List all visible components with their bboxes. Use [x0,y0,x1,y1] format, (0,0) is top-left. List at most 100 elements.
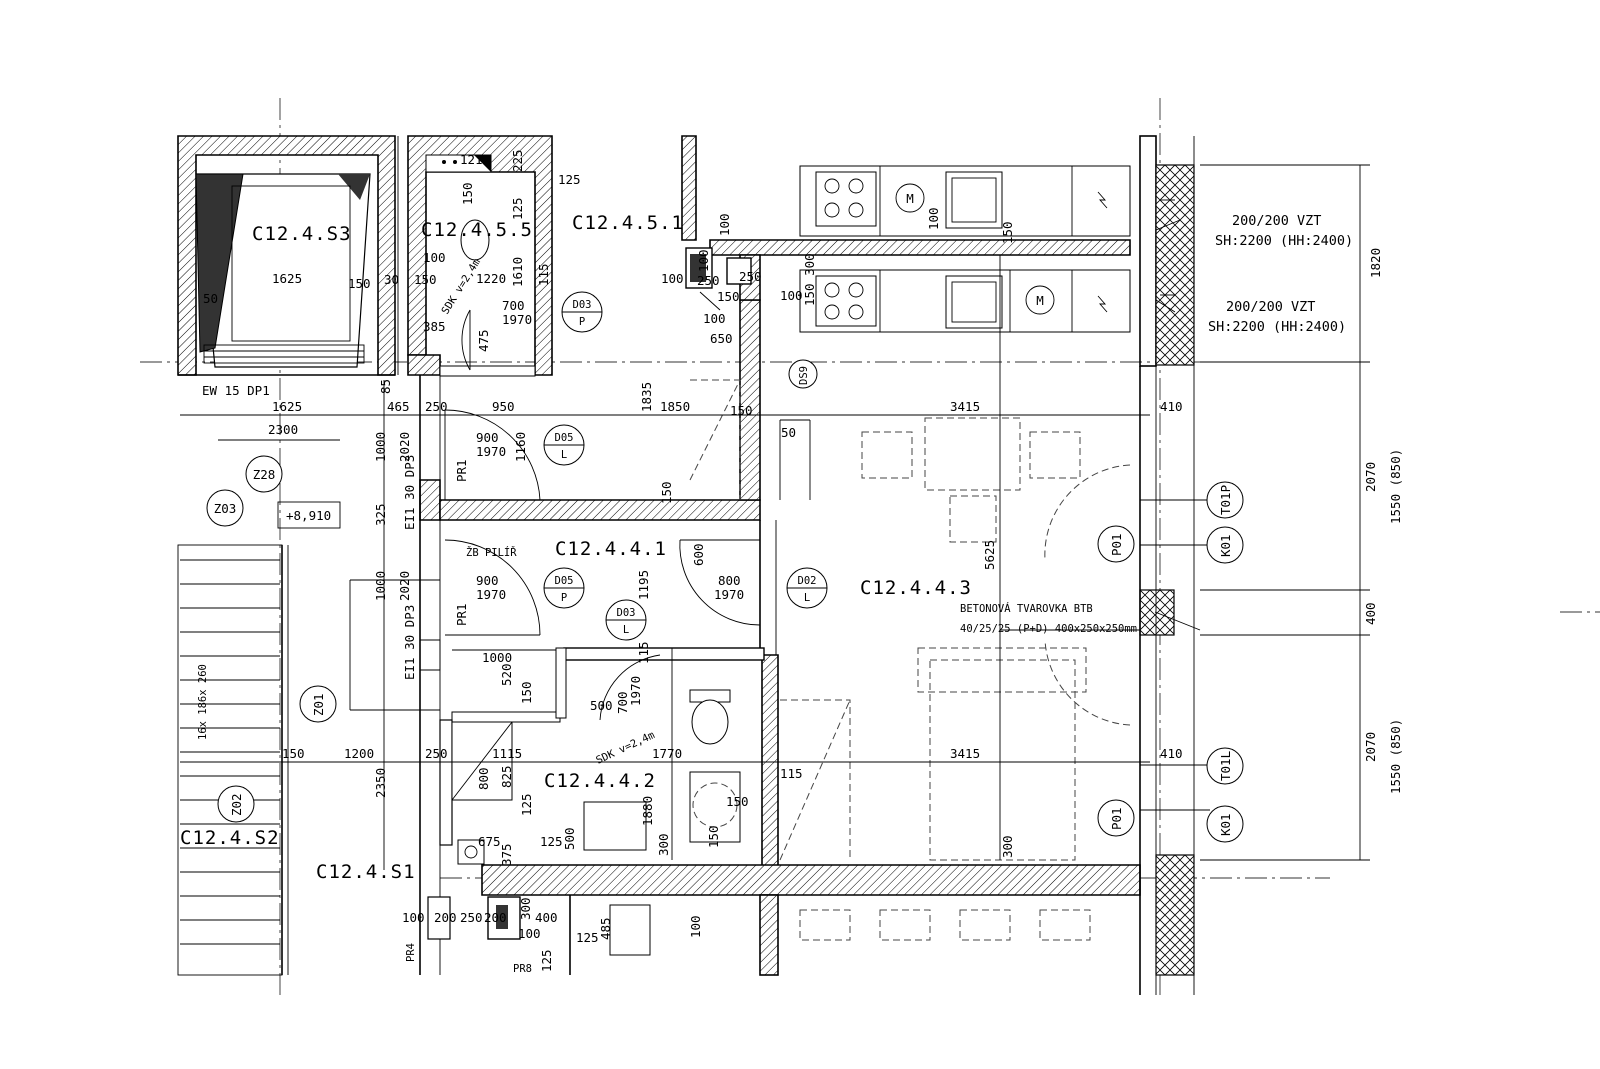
dim: 150 [706,825,721,848]
dim: 250 [697,273,720,288]
dim: 1770 [652,746,682,761]
dim: 375 [499,843,514,866]
dim: 100 [696,249,711,272]
dim: 1970 [476,444,506,459]
dim: 150 [282,746,305,761]
tag-bubbles: D03 P D05 L D05 P D03 L D02 L DS9 [206,291,1244,843]
dim: 500 [590,698,613,713]
partition-pr1-a: PR1 [454,459,469,482]
dim: 100 [661,271,684,286]
dim: 410 [1160,746,1183,761]
dim: 115 [636,641,651,664]
dim: 900 [476,573,499,588]
svg-text:M: M [906,191,914,206]
tag-t01p: T01P [1206,481,1244,519]
dim: 100 [688,915,703,938]
dim: 100 [402,910,425,925]
inner-walls [419,135,1195,995]
svg-text:Z03: Z03 [214,501,237,516]
dim: 300 [518,897,533,920]
btb-note-line-1: BETONOVÁ TVAROVKA BTB [960,602,1093,615]
dim: 150 [414,272,437,287]
dim: 100 [780,288,803,303]
dim: 1115 [492,746,522,761]
dim: 800 [476,767,491,790]
dim: 400 [1363,602,1378,625]
dim: 1220 [476,271,506,286]
dim: 485 [598,917,613,940]
svg-text:Z28: Z28 [253,467,276,482]
dim: 150 [1000,221,1015,244]
dim: 500 [562,827,577,850]
dim: 1970 [502,312,532,327]
pillar-note: ŽB PILÍŘ [466,546,517,559]
dim: 475 [476,329,491,352]
tag-k01-top: K01 [1206,526,1244,564]
dim: 150 [460,182,475,205]
dim: 410 [1160,399,1183,414]
dim: 250 [739,269,762,284]
dim: 1970 [714,587,744,602]
dim: 1610 [510,257,525,287]
tag-z28: Z28 [245,455,283,493]
level-value: +8,910 [286,508,331,523]
vzt-note-2-line-1: 200/200 VZT [1226,299,1315,315]
dim: 1820 [1368,248,1383,278]
svg-text:D03: D03 [573,299,592,311]
dim: 1000 [482,650,512,665]
level-box [277,501,341,529]
hob-icon [815,171,877,327]
svg-text:L: L [623,624,629,636]
svg-text:P01: P01 [1109,533,1124,556]
dim: 50 [781,425,796,440]
dim: 1850 [660,399,690,414]
svg-text:D02: D02 [798,575,817,587]
room-label-s3: C12.4.S3 [252,223,352,245]
dim: 1550 (850) [1388,449,1403,524]
dim: 3415 [950,746,980,761]
dim: 650 [710,331,733,346]
sink-icon [945,171,1003,329]
dim: 125 [540,834,563,849]
dim: 125 [539,949,554,972]
door-tag-d02: D02 L [786,567,828,609]
partition-pr1-b: PR1 [454,603,469,626]
dim: 465 [387,399,410,414]
dim: 700 [615,691,630,714]
door-tag-d05-top: D05 L [543,424,585,466]
dim: 700 [502,298,525,313]
partition-pr8: PR8 [513,963,532,975]
dim: 600 [691,543,706,566]
dim: 825 [499,765,514,788]
dim: 115 [780,766,803,781]
tag-p01-bottom: P01 [1097,799,1135,837]
dim: 200 [434,910,457,925]
dim: 900 [476,430,499,445]
dim: 2070 [1363,732,1378,762]
dim: 1000 [373,432,388,462]
svg-text:L: L [804,592,810,604]
stair-core-s3 [177,135,396,376]
dim: 100 [717,213,732,236]
stair-note: 16x 186x 260 [197,664,209,740]
dim: 1625 [272,399,302,414]
dim: 125 [558,172,581,187]
dim: 800 [718,573,741,588]
dim: 300 [656,833,671,856]
dim: 100 [926,207,941,230]
tag-ds9: DS9 [788,359,818,389]
room-label-s2: C12.4.S2 [180,827,280,849]
toilet-icon [689,689,741,843]
dim: 2350 [373,768,388,798]
dim: 150 [726,794,749,809]
dim: 30 [384,272,399,287]
dim: 520 [499,663,514,686]
tag-z02: Z02 [217,785,255,823]
dim: 1210 [460,152,490,167]
dim: 200 [484,910,507,925]
dim: 5625 [982,540,997,570]
dim: 150 [659,481,674,504]
ew-note: EW 15 DP1 [202,383,270,398]
dim: 100 [518,926,541,941]
room-label-s1: C12.4.S1 [316,861,416,883]
